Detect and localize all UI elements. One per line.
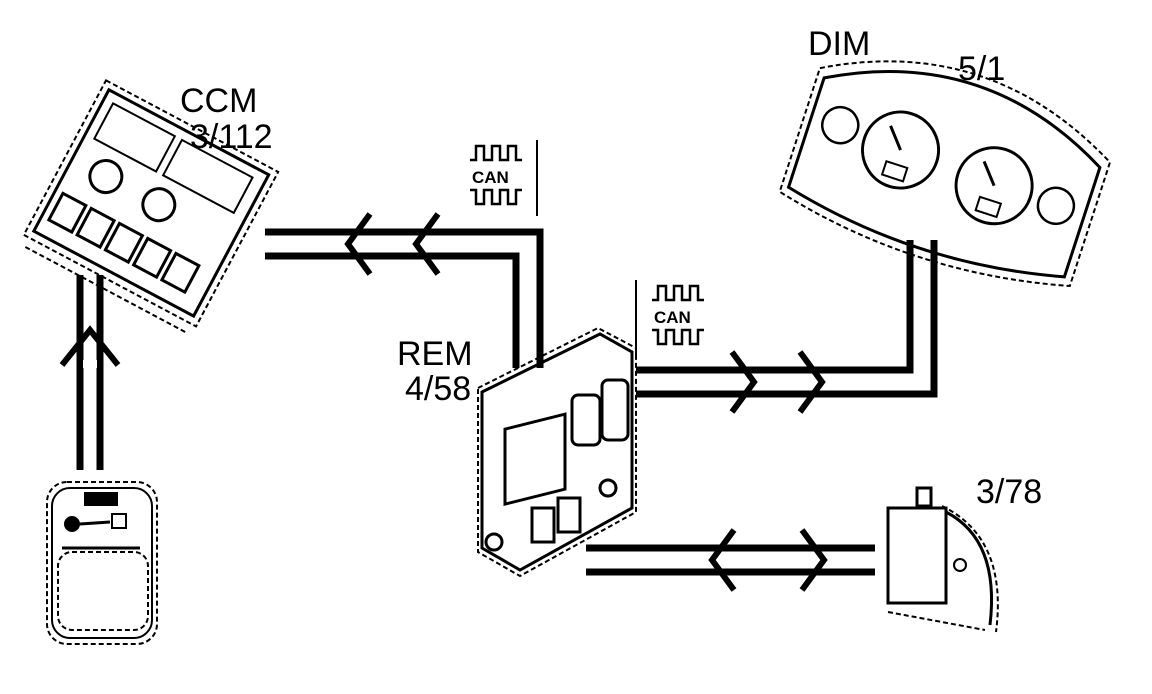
dim-module-illustration: [778, 60, 1112, 288]
can-bus-badge: [635, 280, 704, 356]
ccm-to-rem-can-link: [265, 212, 544, 368]
rem-number-label: 4/58: [405, 370, 471, 408]
can-bus-badge: [470, 140, 538, 216]
rem-to-dim-can-link: [636, 240, 938, 414]
ccm-name-label: CCM: [180, 82, 257, 120]
can-bus-label: CAN: [472, 168, 509, 187]
ignition-key-unit-illustration: [46, 481, 158, 645]
sensor-module-illustration: [886, 486, 999, 633]
rem-name-label: REM: [397, 335, 473, 373]
dim-number-label: 5/1: [958, 50, 1005, 88]
ccm-number-label: 3/112: [190, 118, 273, 156]
rem-module-illustration: [477, 326, 637, 578]
rem-to-sensor-link: [586, 528, 875, 592]
dim-name-label: DIM: [808, 25, 870, 63]
key-to-ccm-link: [59, 275, 121, 470]
sensor-number-label: 3/78: [976, 473, 1042, 511]
ccm-module-illustration: [22, 78, 280, 333]
can-bus-label: CAN: [654, 308, 691, 327]
